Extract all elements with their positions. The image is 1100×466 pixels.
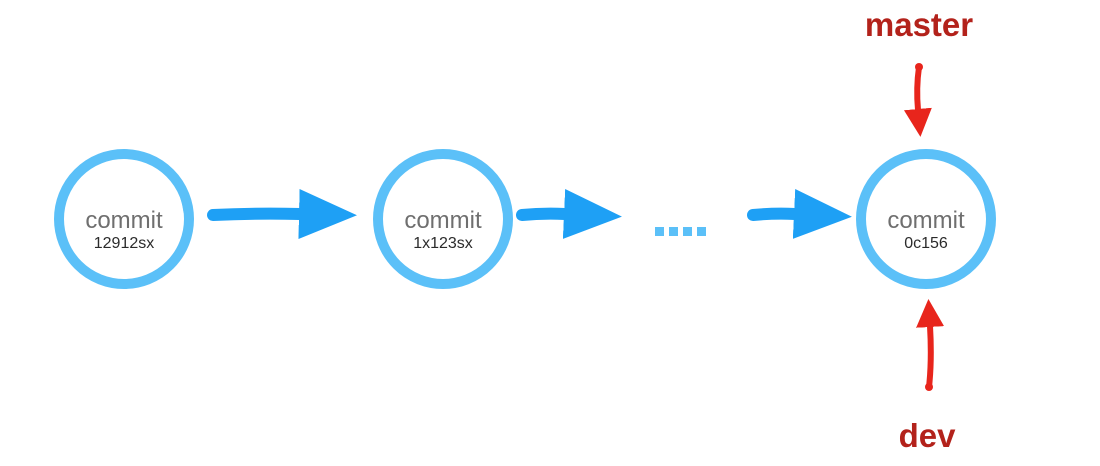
ellipsis-dot	[683, 227, 692, 236]
branch-label-master: master	[865, 6, 973, 43]
commit-node: commit 12912sx	[54, 149, 194, 289]
flow-arrow	[207, 188, 357, 239]
commit-hash: 12912sx	[94, 235, 155, 252]
branch-label-dev: dev	[899, 417, 957, 454]
dev-pointer-arrow	[916, 299, 945, 390]
commit-ring-tail	[173, 179, 189, 215]
commit-ring	[54, 149, 194, 289]
ellipsis-dots	[655, 227, 706, 236]
commit-ring	[373, 149, 513, 289]
commit-label: commit	[85, 207, 163, 234]
master-pointer-arrow	[903, 64, 932, 137]
commit-hash: 0c156	[904, 235, 948, 252]
ellipsis-dot	[655, 227, 664, 236]
ellipsis-dot	[697, 227, 706, 236]
commit-hash: 1x123sx	[413, 235, 473, 252]
commit-label: commit	[404, 207, 482, 234]
commit-ring-tail	[975, 179, 991, 215]
commit-ring-tail	[492, 179, 508, 215]
flow-arrow	[747, 188, 852, 239]
ellipsis-dot	[669, 227, 678, 236]
flow-arrow	[516, 188, 622, 239]
commit-label: commit	[887, 207, 965, 234]
commit-node: commit 0c156	[856, 149, 996, 289]
commit-node: commit 1x123sx	[373, 149, 513, 289]
commit-ring	[856, 149, 996, 289]
